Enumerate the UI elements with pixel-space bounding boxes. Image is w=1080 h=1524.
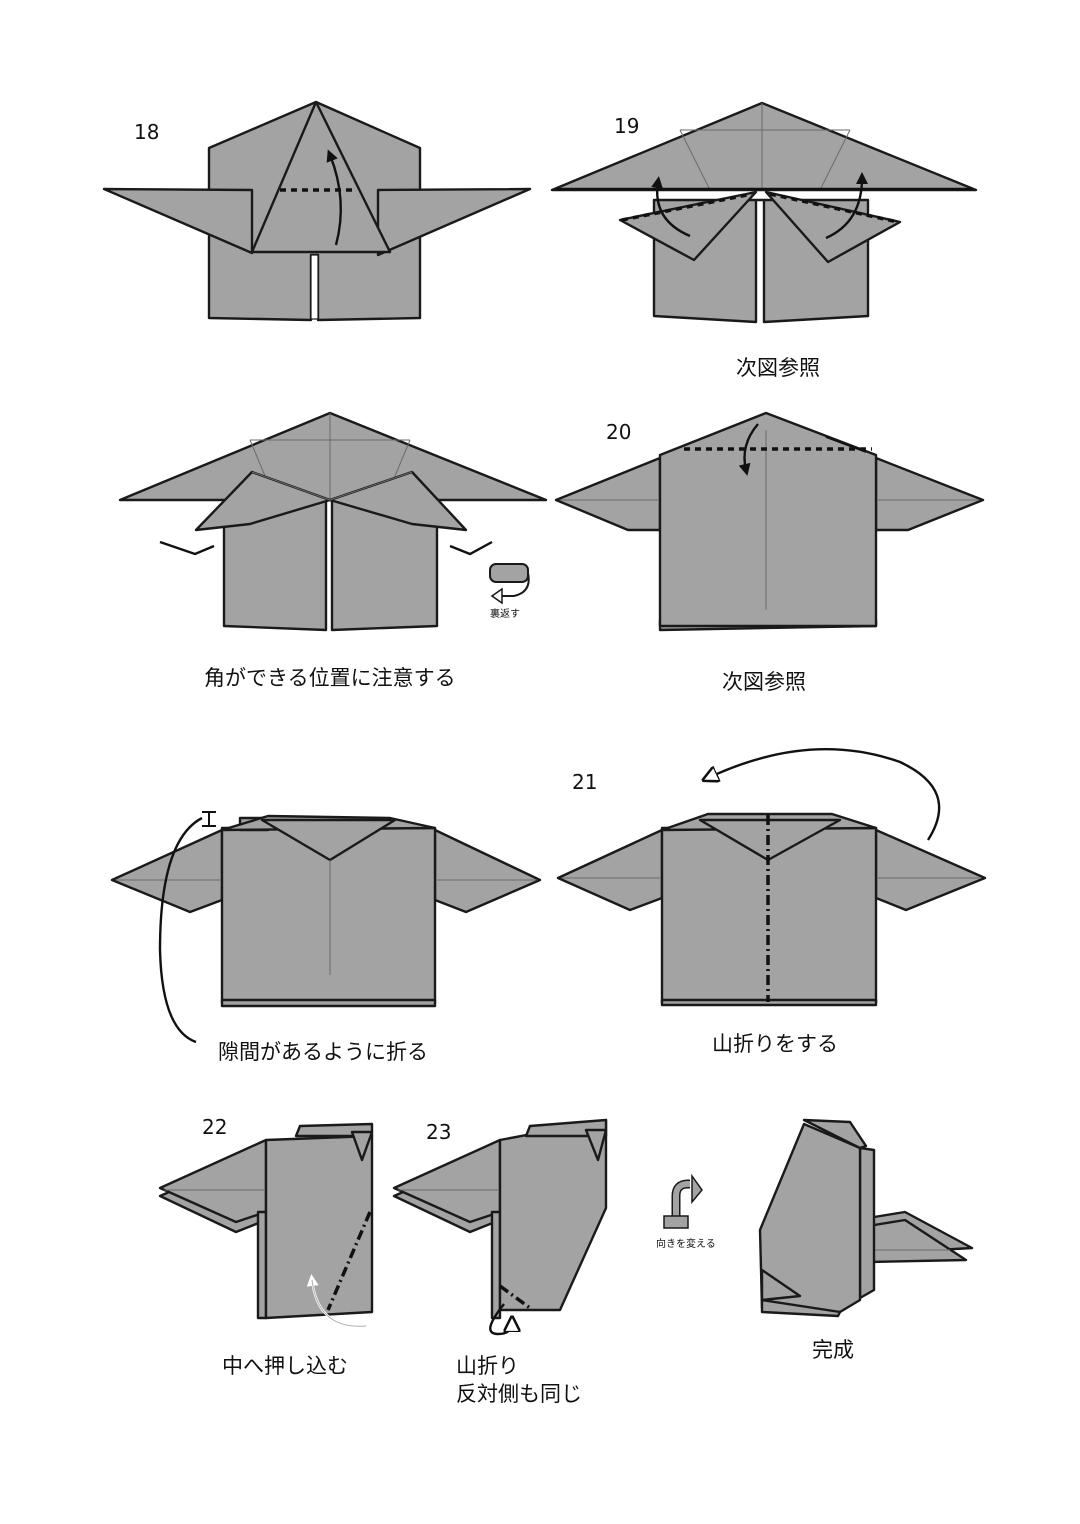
step-20-diagram bbox=[554, 411, 985, 632]
finished-model-diagram bbox=[758, 1118, 974, 1318]
step-21-diagram bbox=[556, 748, 987, 1007]
step-23-diagram bbox=[392, 1118, 608, 1336]
step-20-result-diagram bbox=[110, 811, 542, 1044]
caption-mountain-fold-short: 山折り bbox=[456, 1354, 519, 1378]
caption-push-in: 中へ押し込む bbox=[222, 1354, 348, 1378]
caption-corner-note: 角ができる位置に注意する bbox=[204, 666, 456, 690]
turn-over-label: 裏返す bbox=[490, 609, 520, 620]
step-number-21: 21 bbox=[572, 770, 598, 794]
caption-see-next-2: 次図参照 bbox=[722, 670, 806, 694]
step-number-23: 23 bbox=[426, 1120, 452, 1144]
step-18-diagram bbox=[102, 100, 532, 322]
caption-same-other-side: 反対側も同じ bbox=[456, 1382, 582, 1406]
step-19-result-diagram bbox=[118, 411, 548, 632]
step-number-19: 19 bbox=[614, 114, 640, 138]
step-22-diagram bbox=[158, 1122, 374, 1328]
change-direction-label: 向きを変える bbox=[656, 1239, 716, 1250]
change-direction-symbol bbox=[663, 1173, 703, 1229]
step-number-22: 22 bbox=[202, 1115, 228, 1139]
step-number-20: 20 bbox=[606, 420, 632, 444]
step-number-18: 18 bbox=[134, 120, 160, 144]
turn-over-symbol bbox=[489, 563, 530, 605]
caption-done: 完成 bbox=[812, 1338, 854, 1362]
caption-see-next-1: 次図参照 bbox=[736, 356, 820, 380]
step-19-diagram bbox=[550, 101, 978, 324]
caption-mountain-fold: 山折りをする bbox=[712, 1032, 838, 1056]
caption-gap-note: 隙間があるように折る bbox=[218, 1040, 428, 1064]
